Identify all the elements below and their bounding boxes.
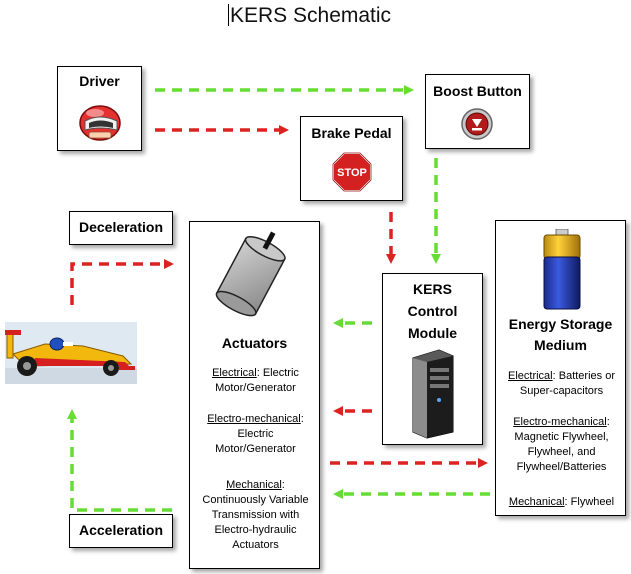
actuators-electromech-key: Electro-mechanical [207, 413, 301, 425]
page-title: KERS Schematic [228, 4, 391, 28]
brake-pedal-label: Brake Pedal [311, 125, 392, 141]
storage-mechanical-value: : Flywheel [564, 496, 615, 508]
acceleration-box: Acceleration [69, 514, 173, 548]
energy-storage-label-line1: Energy Storage [508, 316, 613, 332]
battery-icon [543, 229, 581, 310]
actuators-label: Actuators [221, 335, 288, 351]
actuators-mechanical: Mechanical: Continuously Variable Transm… [196, 478, 315, 553]
boost-button-label: Boost Button [433, 83, 522, 99]
actuators-electromechanical: Electro-mechanical: Electric Motor/Gener… [198, 412, 313, 457]
storage-electrical-value: : Batteries or Super-capacitors [519, 370, 615, 397]
motor-cylinder-icon [215, 231, 286, 317]
driver-box: Driver [57, 66, 142, 151]
deceleration-box: Deceleration [69, 211, 173, 245]
title-text: KERS Schematic [230, 4, 392, 27]
energy-storage-label-line2: Medium [534, 337, 587, 353]
driver-label: Driver [79, 73, 120, 89]
kers-control-module-box: KERS Control Module [382, 273, 483, 445]
energy-storage-box: Energy Storage Medium Electrical: Batter… [495, 220, 626, 516]
storage-electromechanical: Electro-mechanical: Magnetic Flywheel, F… [502, 415, 621, 475]
storage-mechanical-key: Mechanical [508, 496, 565, 508]
storage-electromech-key: Electro-mechanical [513, 416, 607, 428]
brake-pedal-box: Brake Pedal STOP [300, 116, 403, 201]
acceleration-label: Acceleration [78, 522, 164, 538]
actuators-mechanical-key: Mechanical [226, 479, 282, 491]
storage-electrical-key: Electrical [508, 370, 553, 382]
stop-sign-text: STOP [337, 167, 367, 179]
arrow-car-to-actuators [70, 259, 174, 305]
actuators-mechanical-value: : Continuously Variable Transmission wit… [202, 479, 309, 551]
arrow-actuators-to-car [67, 409, 172, 512]
actuators-electrical: Electrical: Electric Motor/Generator [198, 366, 313, 396]
actuators-electrical-value: : Electric Motor/Generator [215, 367, 299, 394]
storage-mechanical: Mechanical: Flywheel [500, 495, 623, 510]
kers-label-line2: Control [407, 303, 458, 319]
boost-button-box: Boost Button [425, 74, 530, 149]
text-cursor [228, 4, 229, 26]
deceleration-label: Deceleration [78, 219, 164, 235]
kers-label-line3: Module [408, 325, 457, 341]
driver-helmet-icon [79, 105, 121, 141]
actuators-electrical-key: Electrical [212, 367, 257, 379]
kers-label-line1: KERS [413, 281, 452, 297]
storage-electromech-value: : Magnetic Flywheel, Flywheel, and Flywh… [514, 416, 610, 473]
stop-sign-icon: STOP [332, 152, 372, 192]
race-car-icon [5, 322, 137, 384]
computer-tower-icon [412, 349, 454, 439]
storage-electrical: Electrical: Batteries or Super-capacitor… [502, 369, 621, 399]
boost-button-icon [461, 108, 493, 140]
actuators-box: Actuators Electrical: Electric Motor/Gen… [189, 221, 320, 569]
actuators-electromech-value: : Electric Motor/Generator [215, 413, 304, 455]
